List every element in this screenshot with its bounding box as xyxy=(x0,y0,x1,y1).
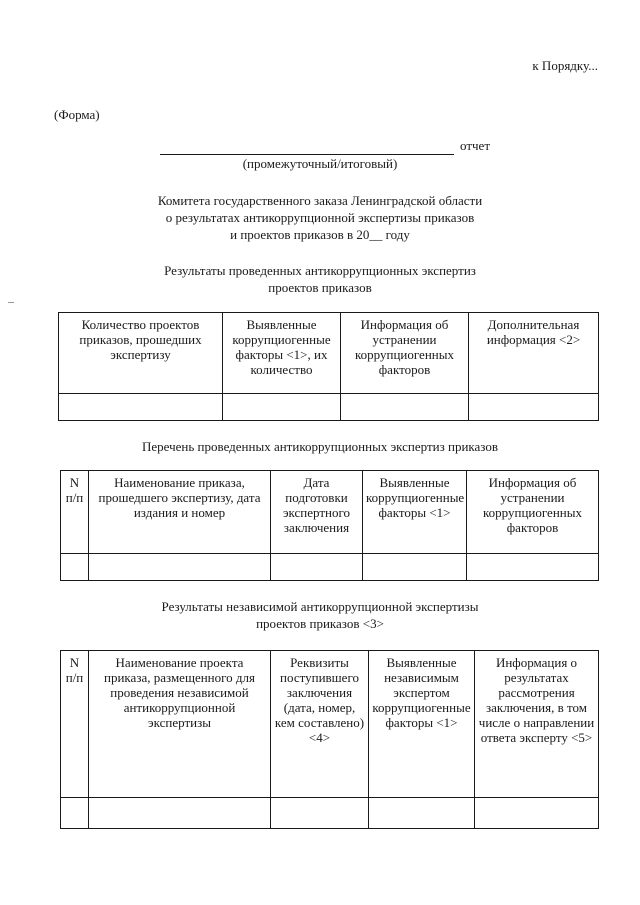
column-header: Выявленные коррупциогенные факторы <1> xyxy=(362,470,467,554)
column-header: Информация об устранении коррупциогенных… xyxy=(340,312,469,394)
section2-title: Перечень проведенных антикоррупционных э… xyxy=(142,439,498,454)
column-header: Выявленные коррупциогенные факторы <1>, … xyxy=(222,312,341,394)
table-row xyxy=(60,797,599,829)
table-cell[interactable] xyxy=(466,553,599,581)
section1-table: Количество проектов приказов, прошедших … xyxy=(58,312,599,421)
table-cell[interactable] xyxy=(58,393,223,421)
table-cell[interactable] xyxy=(222,393,341,421)
table-cell[interactable] xyxy=(60,797,89,829)
table-cell[interactable] xyxy=(60,553,89,581)
table-cell[interactable] xyxy=(270,553,363,581)
section3-title-line-2: проектов приказов <3> xyxy=(256,616,384,631)
table-cell[interactable] xyxy=(88,797,271,829)
form-label: (Форма) xyxy=(54,107,100,122)
section3-title: Результаты независимой антикоррупционной… xyxy=(0,598,640,632)
column-header: N п/п xyxy=(60,650,89,798)
section1-title-line-2: проектов приказов xyxy=(268,280,372,295)
report-blank-line xyxy=(160,140,454,155)
header-note: к Порядку... xyxy=(532,58,598,73)
column-header: Наименование приказа, прошедшего эксперт… xyxy=(88,470,271,554)
table-header-row: N п/п Наименование проекта приказа, разм… xyxy=(60,650,599,798)
column-header: Наименование проекта приказа, размещенно… xyxy=(88,650,271,798)
section1-title-line-1: Результаты проведенных антикоррупционных… xyxy=(164,263,476,278)
document-heading: Комитета государственного заказа Ленингр… xyxy=(0,192,640,243)
heading-line-3: и проектов приказов в 20__ году xyxy=(230,227,410,242)
table-cell[interactable] xyxy=(340,393,469,421)
section2-table: N п/п Наименование приказа, прошедшего э… xyxy=(60,470,599,581)
table-header-row: Количество проектов приказов, прошедших … xyxy=(58,312,599,394)
table-cell[interactable] xyxy=(468,393,599,421)
heading-line-1: Комитета государственного заказа Ленингр… xyxy=(157,193,483,208)
column-header: Дата подготовки экспертного заключения xyxy=(270,470,363,554)
section3-title-line-1: Результаты независимой антикоррупционной… xyxy=(161,599,479,614)
table-row xyxy=(60,553,599,581)
table-cell[interactable] xyxy=(270,797,369,829)
column-header: Информация о результатах рассмотрения за… xyxy=(474,650,599,798)
table-cell[interactable] xyxy=(368,797,475,829)
section3-table: N п/п Наименование проекта приказа, разм… xyxy=(60,650,599,829)
heading-line-2: о результатах антикоррупционной эксперти… xyxy=(165,210,475,225)
report-word: отчет xyxy=(460,138,490,153)
table-cell[interactable] xyxy=(362,553,467,581)
column-header: N п/п xyxy=(60,470,89,554)
column-header: Количество проектов приказов, прошедших … xyxy=(58,312,223,394)
table-row xyxy=(58,393,599,421)
column-header: Реквизиты поступившего заключения (дата,… xyxy=(270,650,369,798)
table-cell[interactable] xyxy=(88,553,271,581)
column-header: Информация об устранении коррупциогенных… xyxy=(466,470,599,554)
column-header: Выявленные независимым экспертом коррупц… xyxy=(368,650,475,798)
column-header: Дополнительная информация <2> xyxy=(468,312,599,394)
margin-mark xyxy=(8,302,14,303)
section1-title: Результаты проведенных антикоррупционных… xyxy=(0,262,640,296)
table-cell[interactable] xyxy=(474,797,599,829)
table-header-row: N п/п Наименование приказа, прошедшего э… xyxy=(60,470,599,554)
report-subtitle: (промежуточный/итоговый) xyxy=(242,156,398,171)
